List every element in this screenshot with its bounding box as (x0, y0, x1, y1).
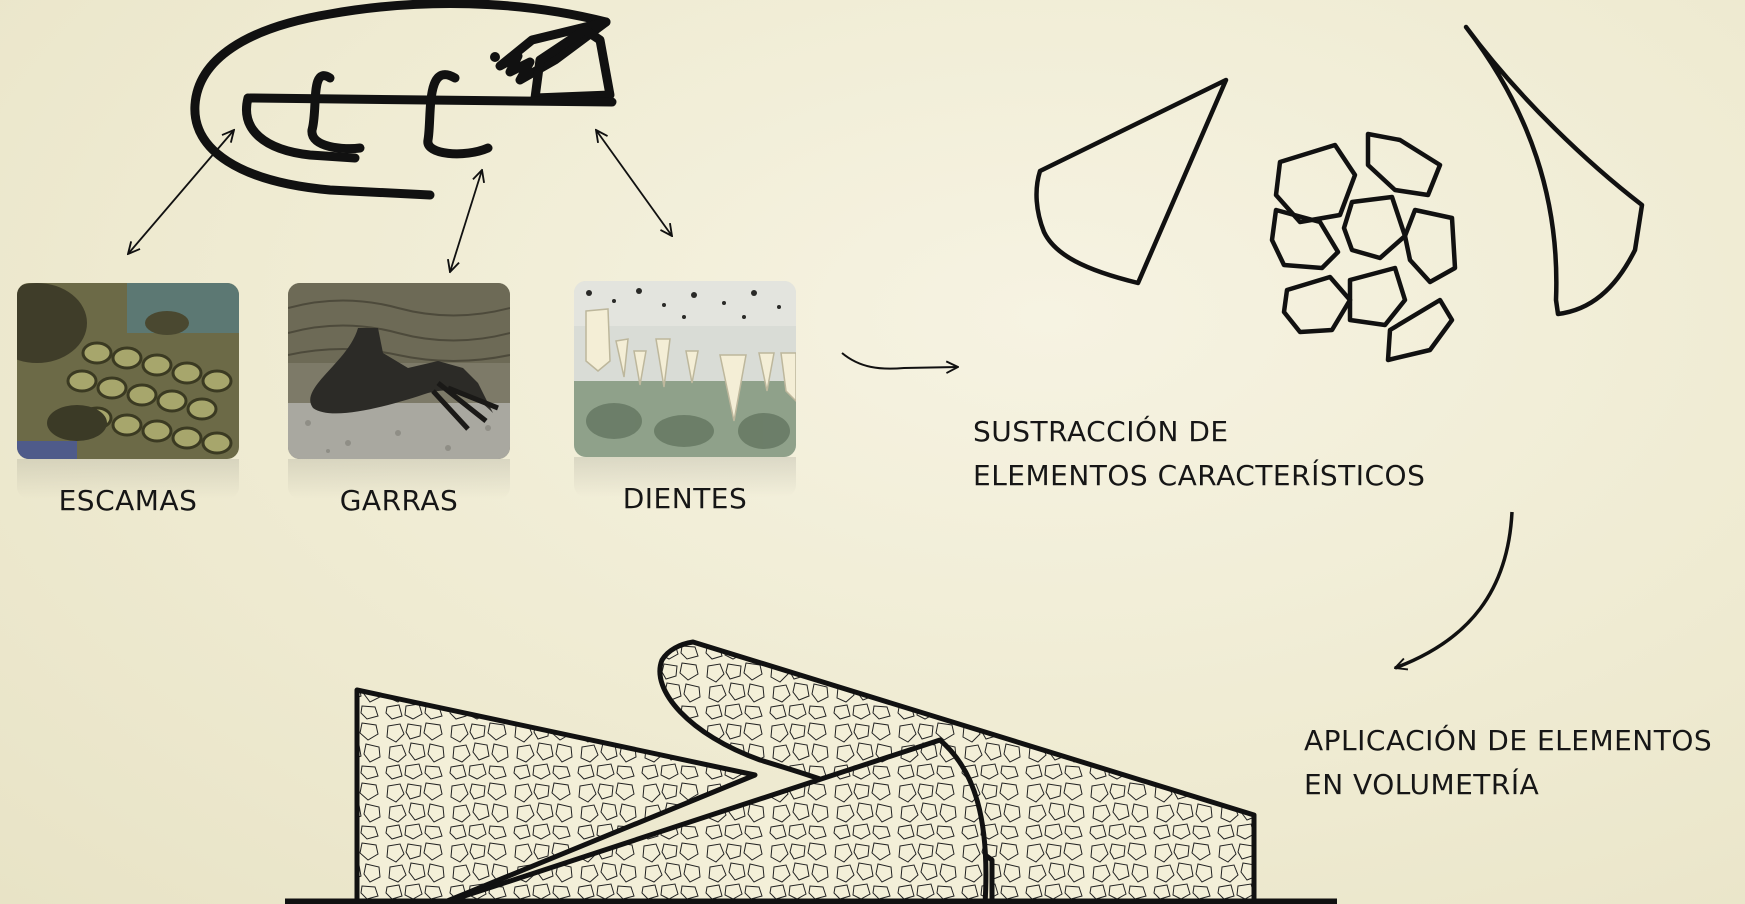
escamas-photo (17, 283, 239, 459)
arrow-garras (450, 170, 482, 272)
step2-line1: APLICACIÓN DE ELEMENTOS (1304, 724, 1712, 757)
arrow-dientes (596, 130, 672, 236)
volumetry-sculpture (285, 642, 1337, 904)
step1-line1: SUSTRACCIÓN DE (973, 415, 1229, 448)
curved-arrow-down-icon (1395, 512, 1512, 668)
garras-label: GARRAS (288, 484, 510, 517)
step1-line2: ELEMENTOS CARACTERÍSTICOS (973, 459, 1425, 492)
curved-tooth-icon (1466, 27, 1642, 314)
arrow-escamas (128, 130, 234, 254)
crocodile-outline-icon (195, 4, 612, 195)
step2-line2: EN VOLUMETRÍA (1304, 768, 1539, 801)
garras-photo (288, 283, 510, 459)
dientes-photo (574, 281, 796, 457)
dientes-label: DIENTES (574, 482, 796, 515)
scale-pattern-icon (1272, 134, 1455, 360)
triangle-tooth-icon (1037, 80, 1226, 283)
escamas-label: ESCAMAS (17, 484, 239, 517)
arrow-right-icon (842, 353, 958, 369)
